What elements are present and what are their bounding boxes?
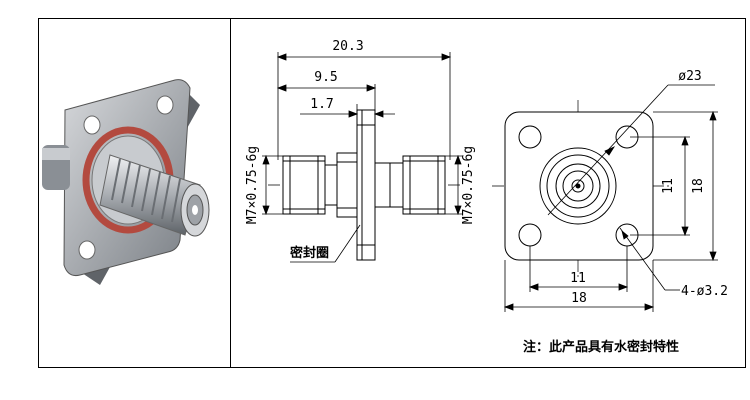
dimension-flange-thickness: 1.7 [310,97,333,112]
dimension-thread-right: M7×0.75-6g [461,146,476,224]
dimension-flange-width: 18 [571,291,587,306]
mounting-hole [156,95,174,115]
dimension-hole-spacing-vertical: 11 [661,178,676,194]
dimension-flange-offset: 9.5 [314,70,337,85]
side-view [268,109,462,261]
dimension-overall-length: 20.3 [332,39,363,54]
rear-connector-stub [42,145,70,190]
dimension-hole-spacing-horizontal: 11 [570,271,586,286]
waterproof-note: 注：此产品具有水密封特性 [523,339,679,355]
mounting-hole [83,115,101,135]
product-render [42,79,210,285]
seal-ring-label: 密封圈 [289,245,329,261]
frame-divider [230,18,231,368]
drawing-frame [38,18,746,368]
dimension-thread-left: M7×0.75-6g [245,146,260,224]
front-view [492,100,670,280]
dimension-flange-diameter: ø23 [678,69,701,84]
dimension-flange-height: 18 [691,178,706,194]
dimension-mounting-holes: 4-ø3.2 [681,284,728,299]
mounting-hole [78,240,96,260]
threaded-body [99,154,210,237]
